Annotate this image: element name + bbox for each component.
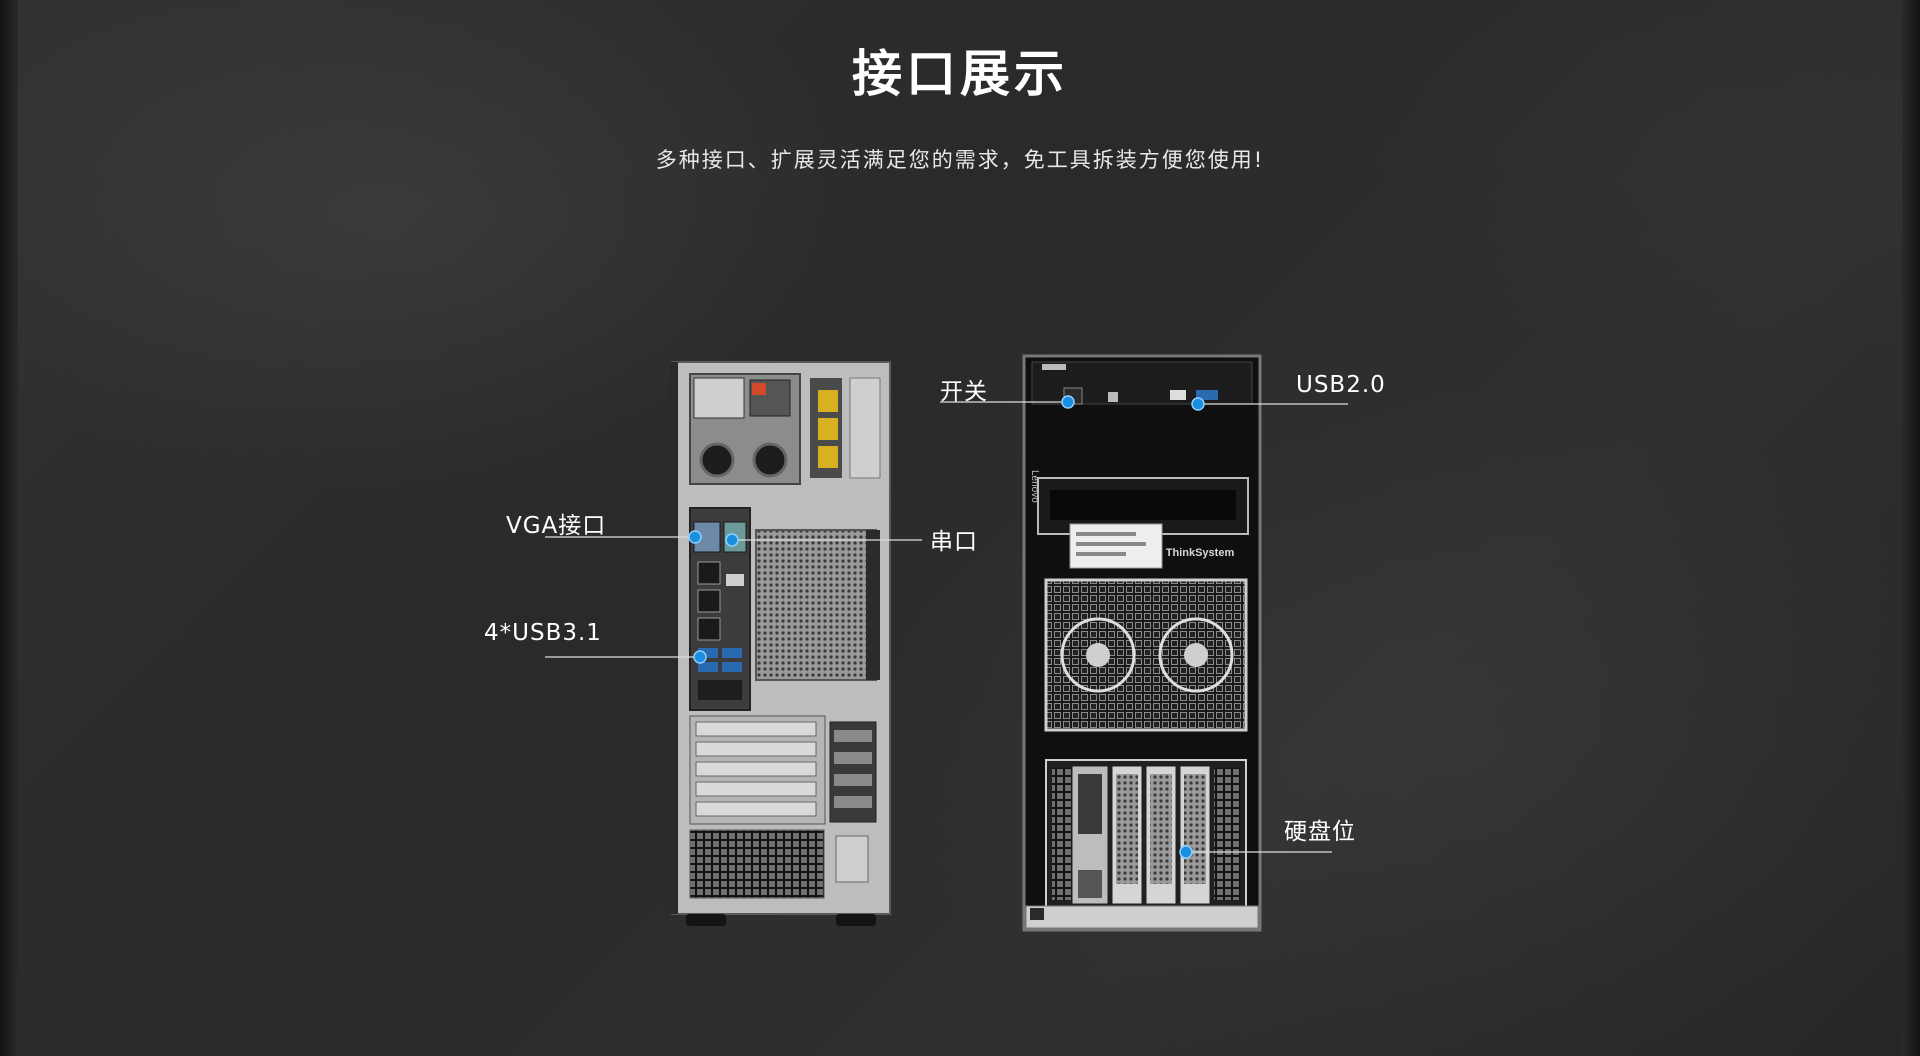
power-hotspot-dot[interactable] <box>1061 395 1075 409</box>
usb31-label: 4*USB3.1 <box>484 620 602 646</box>
leader-lines <box>545 401 1348 853</box>
right-edge-shadow <box>1902 0 1920 1056</box>
drive-bays <box>1045 759 1247 909</box>
left-edge-shadow <box>0 0 18 1056</box>
pci-slots <box>689 715 877 825</box>
power-switch-label: 开关 <box>940 379 988 405</box>
serial-port-label: 串口 <box>930 529 978 555</box>
drive-bay-label: 硬盘位 <box>1284 819 1356 845</box>
brand-plate-text: ThinkSystem <box>1166 547 1235 559</box>
server-front-view <box>1022 354 1262 932</box>
vga-port-label: VGA接口 <box>506 513 607 539</box>
usb31-hotspot-dot[interactable] <box>693 650 707 664</box>
usb20-hotspot-dot[interactable] <box>1191 397 1205 411</box>
vga-hotspot-dot[interactable] <box>688 530 702 544</box>
hotspot-dots <box>688 395 1205 859</box>
page-subtitle: 多种接口、扩展灵活满足您的需求，免工具拆装方便您使用! <box>655 148 1265 172</box>
page-title: 接口展示 <box>852 45 1068 103</box>
serial-hotspot-dot[interactable] <box>725 533 739 547</box>
usb20-label: USB2.0 <box>1296 372 1386 398</box>
server-rear-view <box>670 361 891 926</box>
drive-bay-hotspot-dot[interactable] <box>1179 845 1193 859</box>
brand-side-text: Lenovo <box>1029 470 1040 503</box>
